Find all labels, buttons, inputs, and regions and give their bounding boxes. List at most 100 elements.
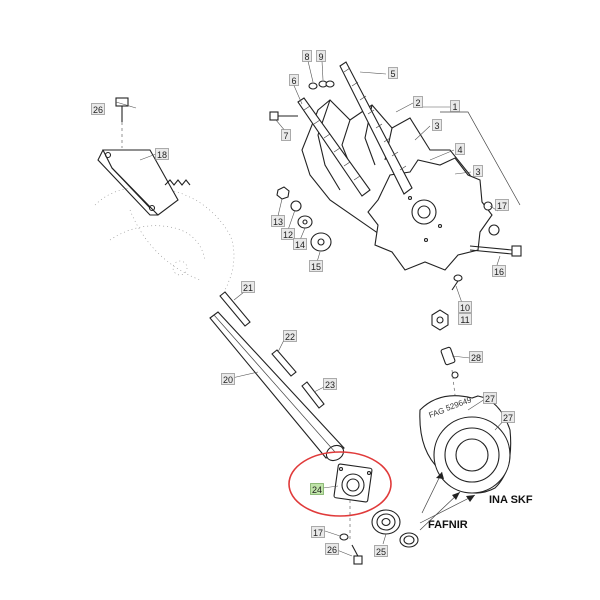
callout-number: 26 <box>93 105 103 115</box>
seal-25 <box>371 509 419 548</box>
callout-number: 26 <box>327 545 337 555</box>
callout-box <box>316 50 326 62</box>
rotor-assembly <box>269 61 522 291</box>
callout-number: 22 <box>285 332 295 342</box>
callout-number: 14 <box>295 240 305 250</box>
callout-number: 15 <box>311 262 321 272</box>
callout-number: 3 <box>434 121 439 131</box>
callout-part-26: 26 <box>91 103 105 115</box>
callout-box <box>450 100 460 112</box>
callout-box <box>289 74 299 86</box>
callout-number: 12 <box>283 230 293 240</box>
callout-number: 9 <box>318 52 323 62</box>
callout-number: 27 <box>485 394 495 404</box>
callout-box <box>455 143 465 155</box>
callout-box <box>501 411 515 423</box>
callout-number: 3 <box>475 167 480 177</box>
callout-box <box>432 119 442 131</box>
callout-number: 28 <box>471 353 481 363</box>
callout-part-15: 15 <box>309 260 323 272</box>
callout-box <box>91 103 105 115</box>
callout-box <box>483 392 497 404</box>
brand-arrows <box>419 471 476 531</box>
callout-part-9: 9 <box>316 50 326 62</box>
callout-part-27: 27 <box>501 411 515 423</box>
callout-number: 24 <box>312 485 322 495</box>
callout-part-4: 4 <box>455 143 465 155</box>
callout-part-3: 3 <box>432 119 442 131</box>
bolt-26-top <box>115 97 129 148</box>
callout-part-7: 7 <box>281 129 291 141</box>
callout-box <box>458 313 472 325</box>
leader-lines <box>115 60 507 557</box>
callout-box <box>221 373 235 385</box>
callout-part-1: 1 <box>450 100 460 112</box>
callout-box <box>388 67 398 79</box>
callout-number: 25 <box>376 547 386 557</box>
callout-box <box>325 543 339 555</box>
callout-part-13: 13 <box>271 215 285 227</box>
brand-fafnir: FAFNIR <box>428 519 468 531</box>
callout-part-12: 12 <box>281 228 295 240</box>
callout-box <box>374 545 388 557</box>
callout-part-28: 28 <box>469 351 483 363</box>
callout-part-17: 17 <box>311 526 325 538</box>
callout-box <box>281 129 291 141</box>
callout-box <box>458 301 472 313</box>
callout-box <box>310 483 324 495</box>
callout-part-25: 25 <box>374 545 388 557</box>
callout-part-18: 18 <box>155 148 169 160</box>
callout-box <box>283 330 297 342</box>
callout-part-14: 14 <box>293 238 307 250</box>
callout-part-20: 20 <box>221 373 235 385</box>
callout-box <box>302 50 312 62</box>
bolt-7 <box>269 111 298 121</box>
bearing-27 <box>419 371 512 494</box>
callout-box <box>413 96 423 108</box>
callout-part-11: 11 <box>458 313 472 325</box>
brand-ina-skf: INA SKF <box>489 494 533 506</box>
callout-part-6: 6 <box>289 74 299 86</box>
callout-part-10: 10 <box>458 301 472 313</box>
callout-part-26: 26 <box>325 543 339 555</box>
callout-box <box>241 281 255 293</box>
key-23 <box>301 381 325 409</box>
highlight-ring <box>288 451 392 517</box>
callout-number: 20 <box>223 375 233 385</box>
callout-part-3: 3 <box>473 165 483 177</box>
callout-number: 27 <box>503 413 513 423</box>
callout-number: 23 <box>325 380 335 390</box>
callout-box <box>309 260 323 272</box>
callout-number: 7 <box>283 131 288 141</box>
callout-box <box>469 351 483 363</box>
callout-number: 17 <box>313 528 323 538</box>
callout-box <box>495 199 509 211</box>
callout-number: 11 <box>460 315 469 325</box>
bar-6 <box>297 97 371 197</box>
callout-number: 18 <box>157 150 167 160</box>
callout-number: 10 <box>460 303 470 313</box>
callout-part-16: 16 <box>492 265 506 277</box>
callout-number: 13 <box>273 217 283 227</box>
callout-part-8: 8 <box>302 50 312 62</box>
bolt-16 <box>469 245 522 257</box>
callout-box <box>293 238 307 250</box>
callout-number: 2 <box>415 98 420 108</box>
callout-box <box>155 148 169 160</box>
callout-part-2: 2 <box>413 96 423 108</box>
flange-24 <box>333 463 373 503</box>
shaft-assembly <box>209 291 345 462</box>
callout-part-5: 5 <box>388 67 398 79</box>
callout-number: 5 <box>390 69 395 79</box>
bar-5 <box>339 61 413 195</box>
key-22 <box>271 349 297 377</box>
callout-part-17: 17 <box>495 199 509 211</box>
bracket-18 <box>97 149 191 216</box>
callout-number: 16 <box>494 267 504 277</box>
callout-box <box>473 165 483 177</box>
callout-box <box>271 215 285 227</box>
callout-box <box>323 378 337 390</box>
